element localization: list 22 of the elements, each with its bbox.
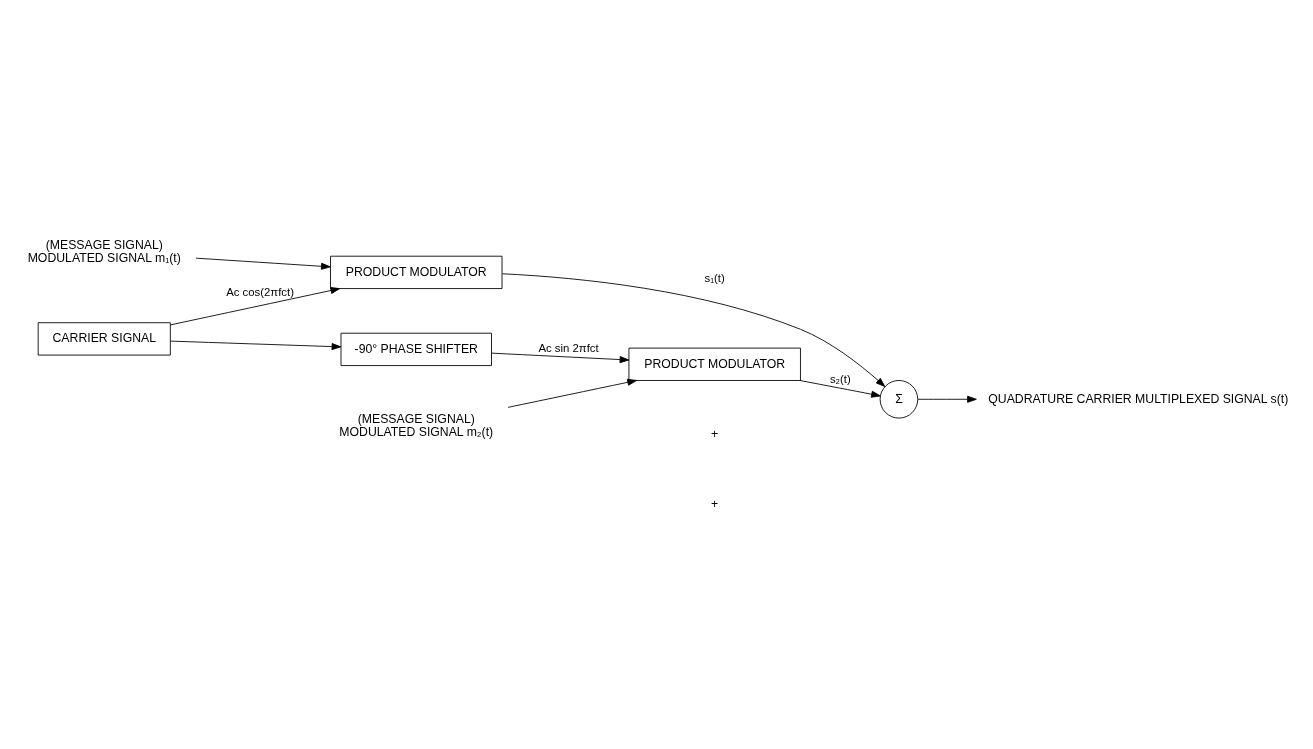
node-text: (MESSAGE SIGNAL) MODULATED SIGNAL m₁(t) xyxy=(27,237,181,265)
node-text: QUADRATURE CARRIER MULTIPLEXED SIGNAL s(t) xyxy=(988,391,1289,406)
edge-label: Ac cos(2πfct) xyxy=(226,285,294,298)
arrow xyxy=(170,286,341,325)
node-box: PRODUCT MODULATOR xyxy=(628,347,801,381)
arrow xyxy=(491,352,630,363)
arrow xyxy=(501,272,886,387)
edge-label: s₂(t) xyxy=(829,372,851,385)
node-box: -90° PHASE SHIFTER xyxy=(340,332,492,366)
arrow xyxy=(507,378,637,408)
node-text: (MESSAGE SIGNAL) MODULATED SIGNAL m₂(t) xyxy=(339,411,494,439)
arrow xyxy=(917,395,977,403)
node-box: PRODUCT MODULATOR xyxy=(330,255,503,289)
label: + xyxy=(711,426,719,441)
arrow xyxy=(799,379,881,398)
edge-label: s₁(t) xyxy=(704,271,725,284)
edge-label: Ac sin 2πfct xyxy=(538,341,599,353)
node-circle: Σ xyxy=(879,379,919,419)
arrow xyxy=(170,340,342,350)
node-box: CARRIER SIGNAL xyxy=(37,321,171,356)
label: + xyxy=(711,496,719,511)
arrow xyxy=(195,257,331,270)
